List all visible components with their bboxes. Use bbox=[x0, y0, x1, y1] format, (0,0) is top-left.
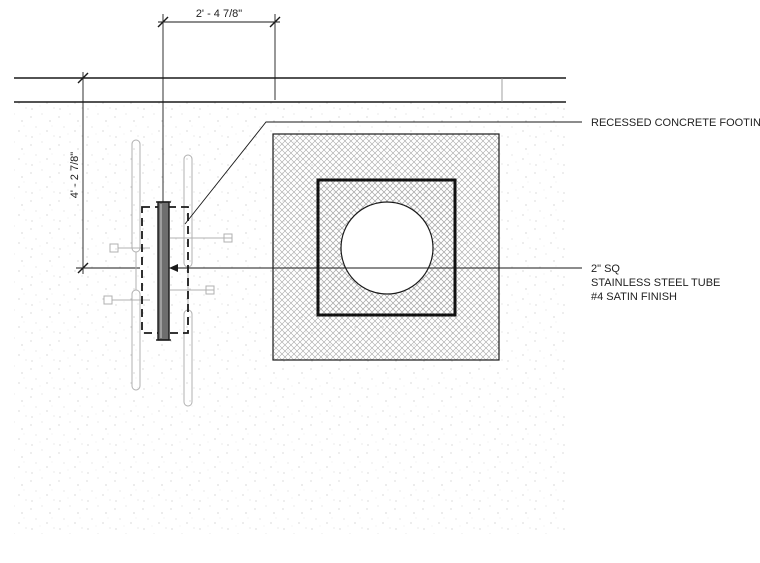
footing-note: RECESSED CONCRETE FOOTING bbox=[591, 117, 760, 129]
bicycle-left bbox=[103, 139, 150, 391]
stainless-steel-tube bbox=[157, 201, 170, 341]
tube-note-line-2: STAINLESS STEEL TUBE bbox=[591, 277, 720, 289]
vertical-dimension bbox=[76, 72, 140, 274]
vertical-dimension-label: 4' - 2 7/8" bbox=[69, 152, 81, 198]
curb-lines bbox=[14, 77, 566, 103]
tube-note-line-1: 2" SQ bbox=[591, 263, 620, 275]
footing-leader bbox=[184, 121, 582, 225]
horizontal-dimension-label: 2' - 4 7/8" bbox=[196, 8, 242, 20]
tube-leader-arrowhead bbox=[169, 264, 178, 272]
footing-core-circle bbox=[340, 201, 434, 295]
tube-note-line-3: #4 SATIN FINISH bbox=[591, 291, 677, 303]
